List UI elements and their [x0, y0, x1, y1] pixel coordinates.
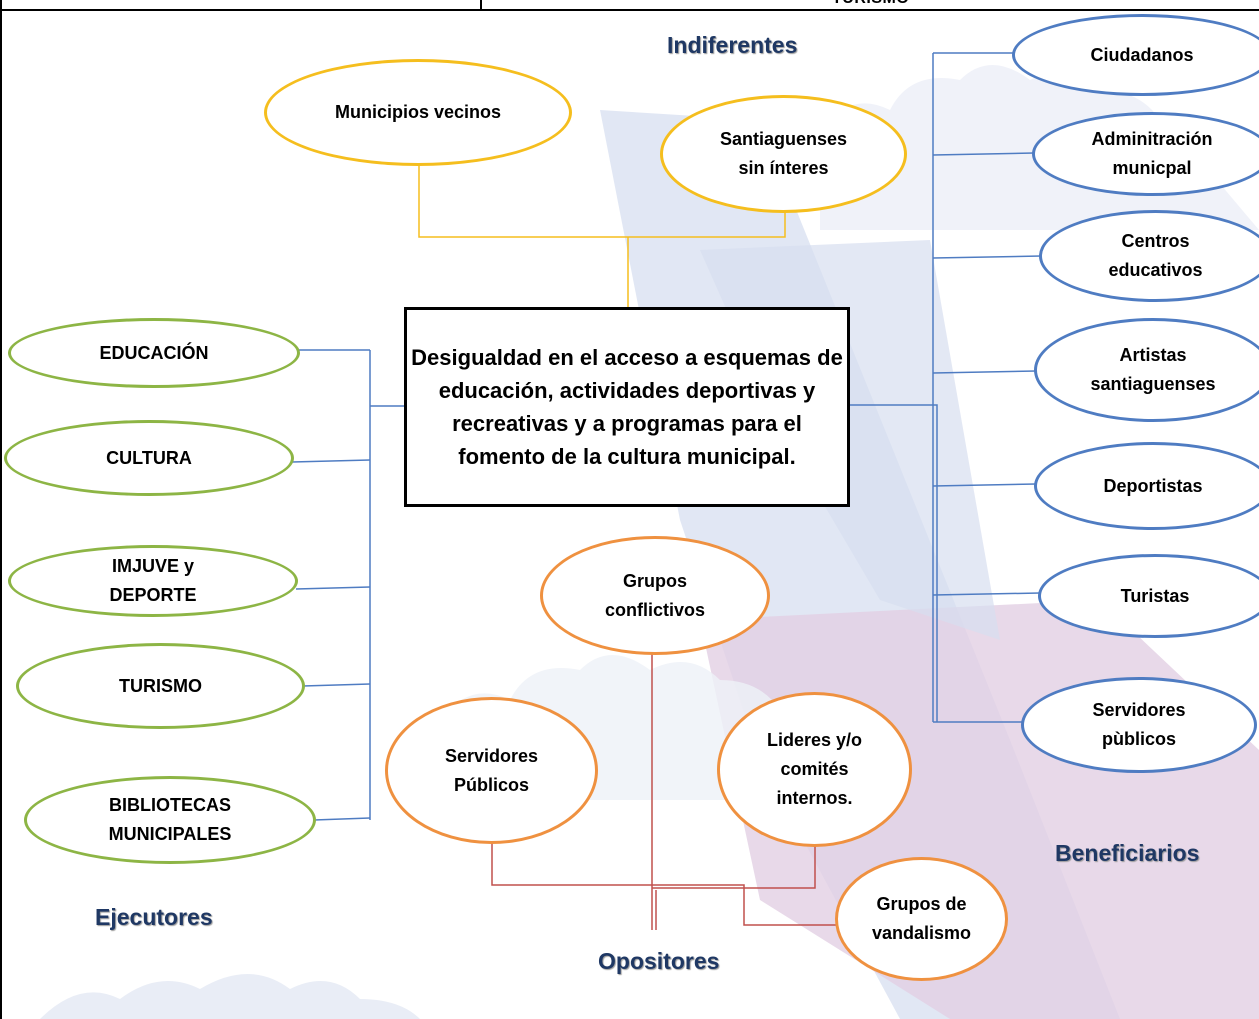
opositores-connectors	[491, 653, 836, 930]
beneficiarios-connectors	[850, 52, 1042, 723]
node-label: Grupos de vandalismo	[871, 894, 972, 943]
header-cell-divider	[480, 0, 482, 9]
beneficiario-node-administracion: Adminitración municpal	[1032, 112, 1259, 196]
header-cell-text: TURISMO	[832, 0, 909, 8]
ejecutor-node-bibliotecas: BIBLIOTECAS MUNICIPALES	[24, 776, 316, 864]
node-label: Deportistas	[1103, 475, 1203, 496]
central-problem-text: Desigualdad en el acceso a esquemas de e…	[411, 345, 843, 469]
node-label: Centros educativos	[1108, 231, 1203, 280]
node-label: EDUCACIÓN	[99, 342, 209, 363]
group-title-indiferentes: Indiferentes	[667, 32, 798, 58]
header-table-row: TURISMO	[0, 0, 1259, 11]
beneficiario-node-ciudadanos: Ciudadanos	[1012, 14, 1259, 96]
node-label: Lideres y/o comités internos.	[766, 730, 863, 808]
node-label: Servidores pùblicos	[1092, 700, 1186, 749]
node-label: TURISMO	[119, 675, 202, 696]
node-label: Santiaguenses sin ínteres	[719, 129, 848, 178]
beneficiario-node-artistas: Artistas santiaguenses	[1034, 318, 1259, 422]
opositor-node-servidores-publicos: Servidores Públicos	[385, 697, 598, 844]
ejecutor-node-cultura: CULTURA	[4, 420, 294, 496]
node-label: Ciudadanos	[1090, 44, 1194, 65]
node-label: Adminitración municpal	[1091, 129, 1213, 178]
ejecutor-node-imjuve-deporte: IMJUVE y DEPORTE	[8, 545, 298, 617]
opositor-node-grupos-conflictivos: Grupos conflictivos	[540, 536, 770, 655]
node-label: Municipios vecinos	[334, 102, 502, 122]
indiferente-node-santiaguenses: Santiaguenses sin ínteres	[660, 95, 907, 213]
beneficiario-node-deportistas: Deportistas	[1034, 442, 1259, 530]
node-label: Turistas	[1120, 585, 1190, 606]
ejecutores-connectors	[291, 349, 404, 821]
opositor-node-lideres-comites: Lideres y/o comités internos.	[717, 692, 912, 847]
node-label: Servidores Públicos	[444, 745, 539, 795]
central-problem-box: Desigualdad en el acceso a esquemas de e…	[404, 307, 850, 507]
beneficiario-node-servidores-publicos: Servidores pùblicos	[1021, 677, 1257, 773]
ejecutor-node-educacion: EDUCACIÓN	[8, 318, 300, 388]
group-title-ejecutores: Ejecutores	[95, 904, 213, 930]
group-title-opositores: Opositores	[598, 948, 720, 974]
beneficiario-node-turistas: Turistas	[1038, 554, 1259, 638]
indiferentes-connectors	[418, 165, 786, 307]
node-label: Artistas santiaguenses	[1090, 345, 1216, 394]
indiferente-node-municipios-vecinos: Municipios vecinos	[264, 59, 572, 166]
node-label: IMJUVE y DEPORTE	[109, 556, 197, 605]
node-label: BIBLIOTECAS MUNICIPALES	[108, 795, 232, 844]
group-title-beneficiarios: Beneficiarios	[1055, 840, 1200, 866]
opositor-node-grupos-vandalismo: Grupos de vandalismo	[835, 857, 1008, 981]
beneficiario-node-centros-educativos: Centros educativos	[1039, 210, 1259, 302]
ejecutor-node-turismo: TURISMO	[16, 643, 305, 729]
node-label: Grupos conflictivos	[604, 570, 706, 620]
node-label: CULTURA	[106, 447, 192, 468]
